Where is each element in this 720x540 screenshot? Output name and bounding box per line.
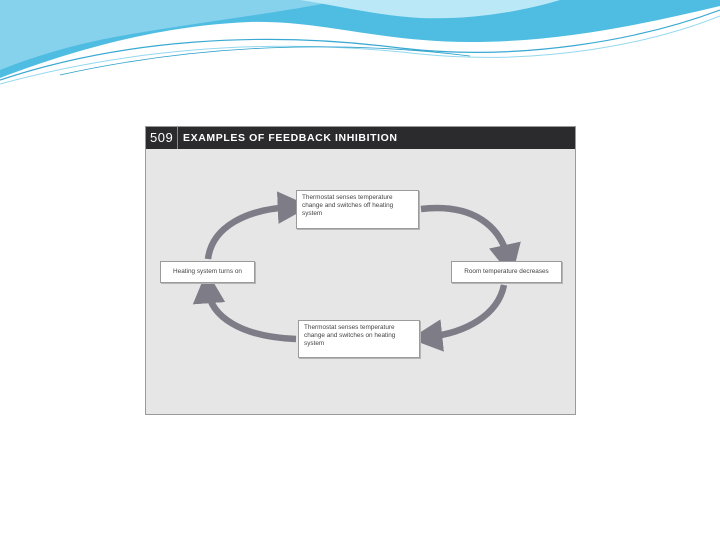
feedback-inhibition-figure: 509 EXAMPLES OF FEEDBACK INHIBITION Ther… xyxy=(145,126,576,415)
arrow-top-to-right xyxy=(421,208,508,259)
arrow-right-to-bottom xyxy=(428,285,504,337)
step-right-text: Room temperature decreases xyxy=(464,268,549,276)
step-bottom-text: Thermostat senses temperature change and… xyxy=(304,324,395,347)
step-room-temperature-decreases: Room temperature decreases xyxy=(451,261,562,283)
decorative-wave-banner xyxy=(0,0,720,90)
arrow-left-to-top xyxy=(208,207,292,259)
arrow-bottom-to-left xyxy=(208,289,296,339)
step-heating-system-turns-on: Heating system turns on xyxy=(160,261,255,283)
step-top-text: Thermostat senses temperature change and… xyxy=(302,194,393,217)
step-thermostat-switches-off: Thermostat senses temperature change and… xyxy=(296,190,419,229)
step-left-text: Heating system turns on xyxy=(173,268,242,276)
step-thermostat-switches-on: Thermostat senses temperature change and… xyxy=(298,320,420,358)
